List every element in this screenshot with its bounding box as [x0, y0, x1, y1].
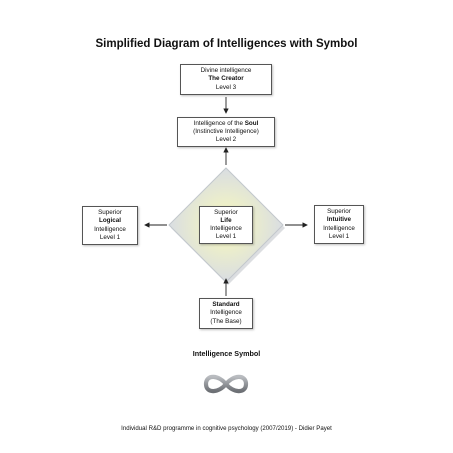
infinity-icon	[203, 374, 249, 394]
node-creator: Divine intelligence The Creator Level 3	[180, 64, 272, 95]
intuitive-line4: Level 1	[328, 232, 350, 240]
soul-line1-prefix: Intelligence of the	[193, 119, 245, 127]
soul-line1-bold: Soul	[244, 119, 259, 127]
logical-line1: Superior	[98, 209, 122, 217]
soul-line2: (Instinctive Intelligence)	[193, 127, 259, 135]
life-line1: Superior	[214, 208, 238, 216]
node-life: Superior Life Intelligence Level 1	[199, 206, 253, 244]
creator-line2: The Creator	[208, 75, 244, 83]
node-intuitive: Superior Intuitive Intelligence Level 1	[314, 205, 364, 244]
soul-line1: Intelligence of the Soul	[194, 120, 259, 128]
footer-credit: Individual R&D programme in cognitive ps…	[121, 425, 332, 432]
intuitive-line2: Intuitive	[326, 216, 352, 224]
standard-line3: (The Base)	[210, 317, 242, 325]
logical-line4: Level 1	[99, 233, 121, 241]
logical-line2: Logical	[98, 217, 122, 225]
life-line3: Intelligence	[210, 225, 242, 232]
soul-line3: Level 2	[215, 136, 237, 144]
intuitive-line1: Superior	[327, 208, 351, 216]
symbol-title: Intelligence Symbol	[192, 349, 261, 358]
node-soul: Intelligence of the Soul (Instinctive In…	[177, 117, 275, 147]
standard-line2: Intelligence	[210, 309, 242, 317]
standard-line1: Standard	[212, 301, 240, 309]
intuitive-line3: Intelligence	[323, 224, 355, 232]
node-standard: Standard Intelligence (The Base)	[199, 298, 253, 329]
node-logical: Superior Logical Intelligence Level 1	[82, 206, 138, 245]
logical-line3: Intelligence	[94, 225, 126, 233]
life-line2: Life	[220, 216, 232, 224]
creator-line1: Divine intelligence	[200, 67, 252, 75]
creator-line3: Level 3	[215, 83, 237, 91]
life-line4: Level 1	[215, 233, 237, 241]
diagram-title: Simplified Diagram of Intelligences with…	[95, 38, 358, 50]
